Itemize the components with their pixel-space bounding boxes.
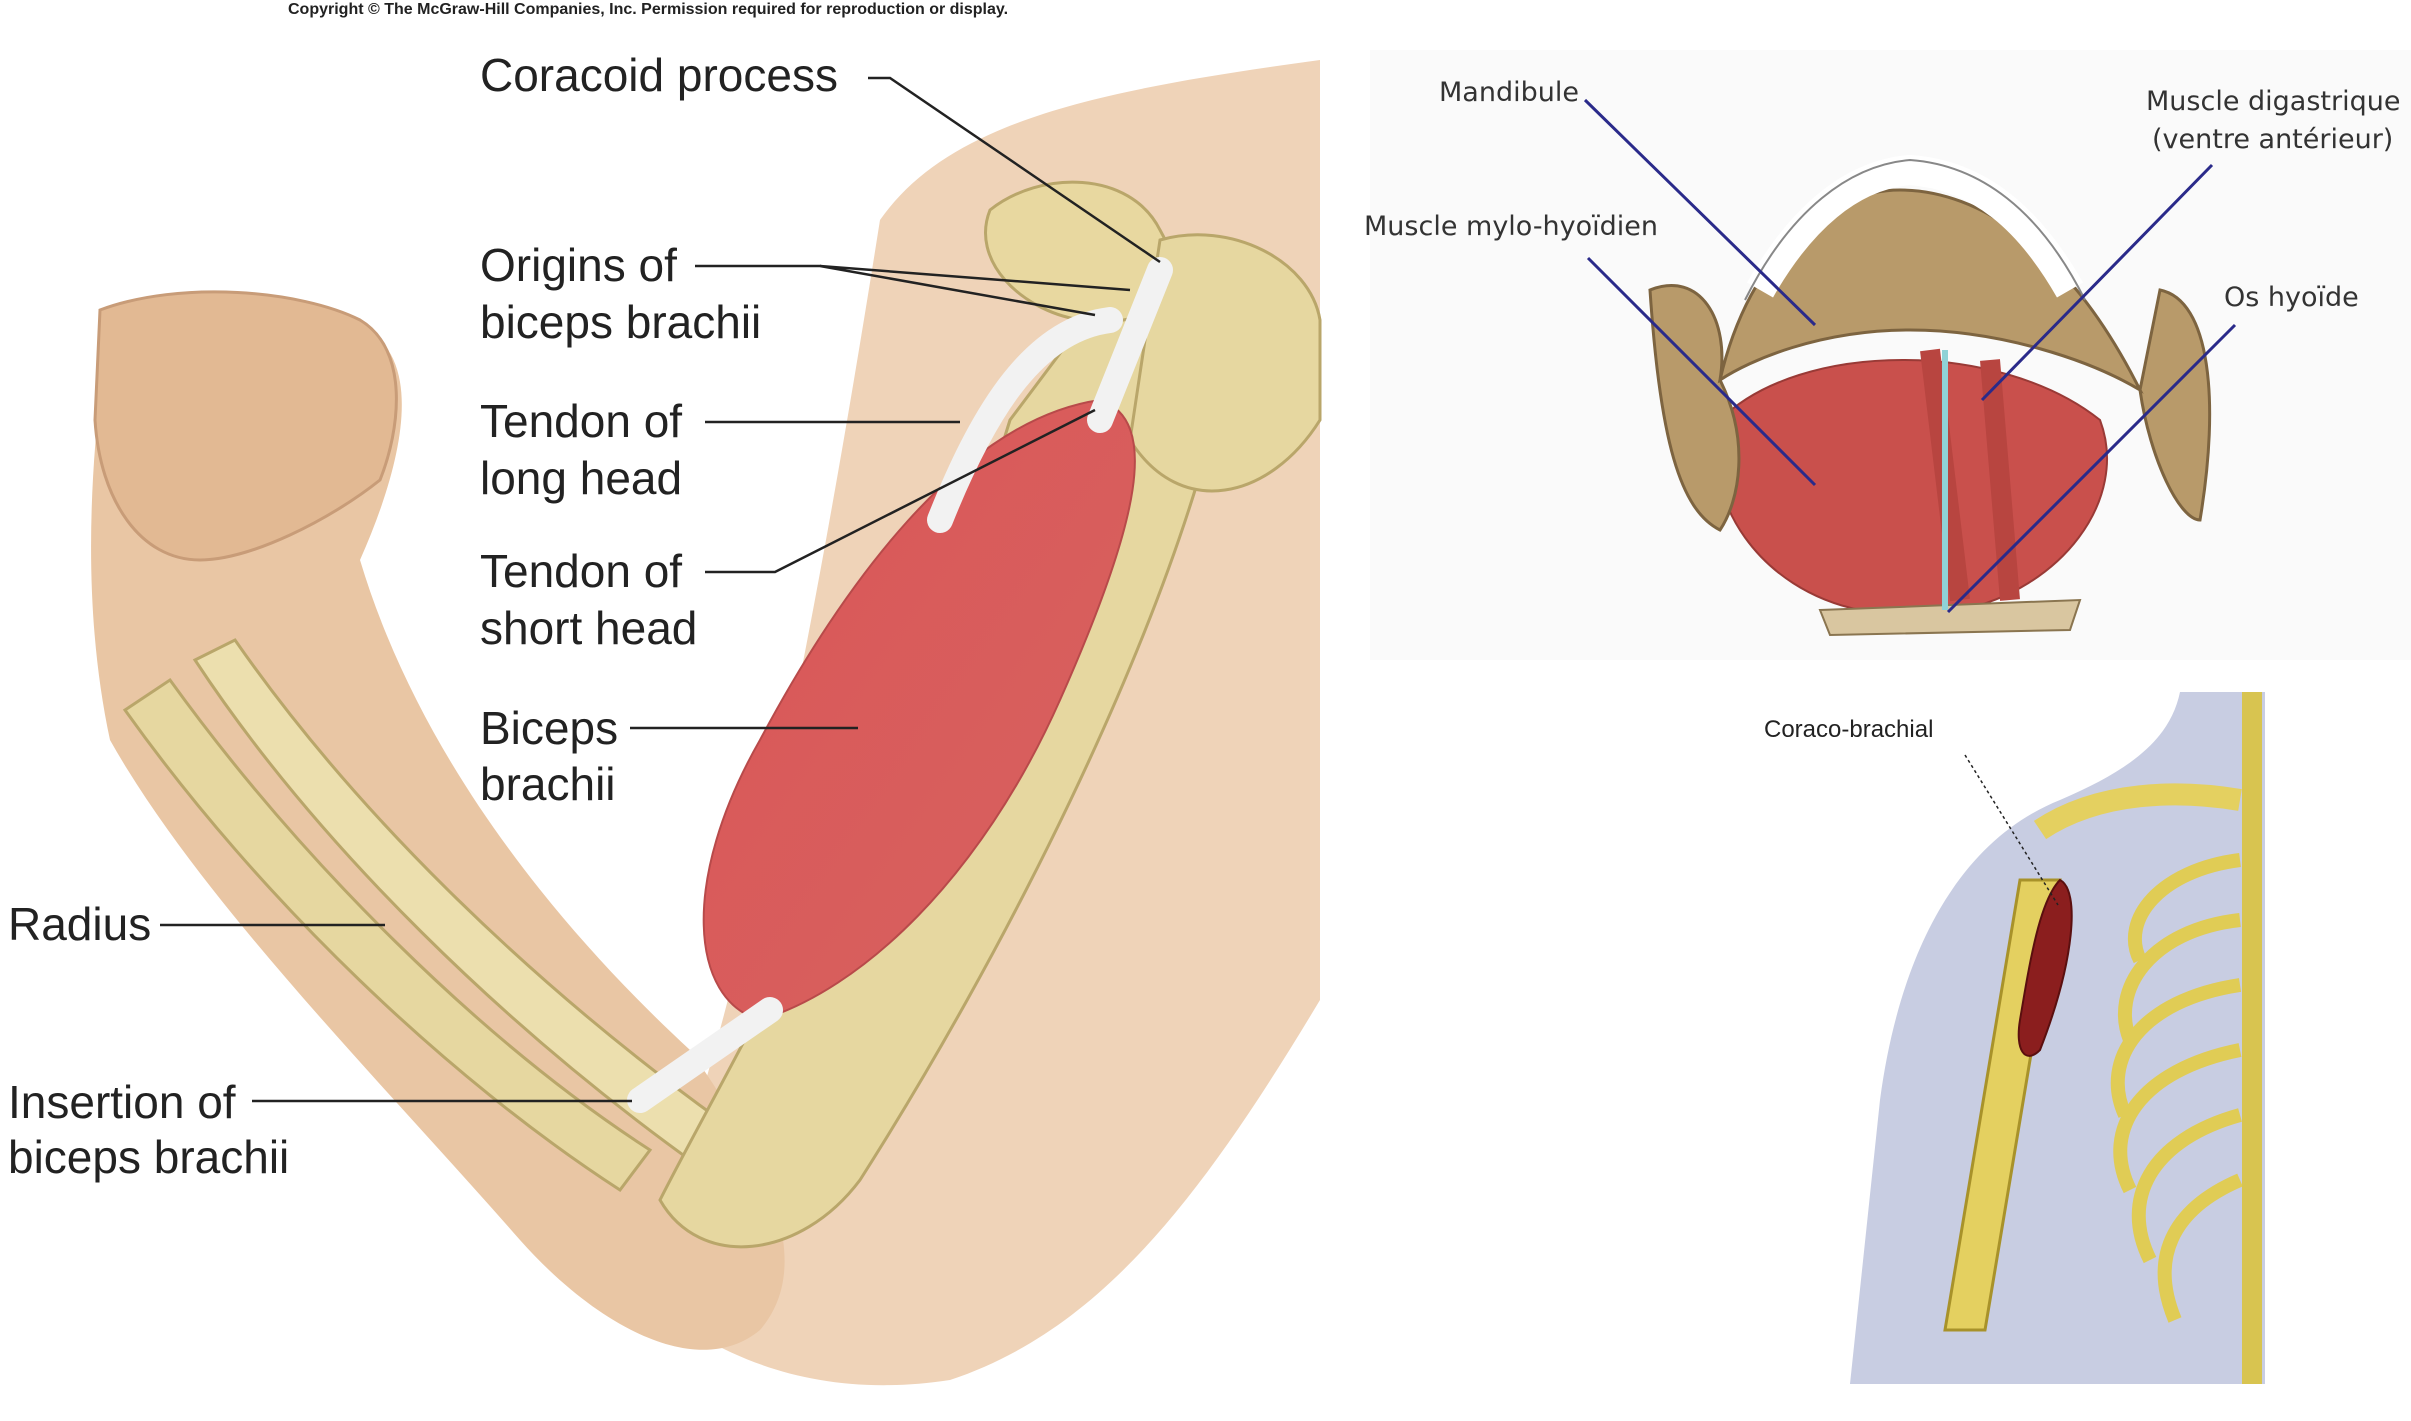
label-origins-line1: Origins of <box>480 239 677 291</box>
leader-line <box>705 408 1096 574</box>
biceps-tendons <box>627 257 1173 1113</box>
label-short-head-line1: Tendon of <box>480 545 682 597</box>
label-insertion-line1: Insertion of <box>8 1076 236 1128</box>
arm-illustration <box>91 60 1322 1386</box>
teeth-outline <box>1744 158 2086 301</box>
label-arrow <box>1980 163 2214 402</box>
label-digastrique-line1: Muscle digastrique <box>2146 86 2400 117</box>
label-mandibule: Mandibule <box>1439 77 1579 108</box>
label-arrow <box>1946 323 2237 614</box>
teeth <box>1746 154 2084 298</box>
label-origins-line2: biceps brachii <box>480 296 761 348</box>
label-mylo-hyoidien: Muscle mylo-hyoïdien <box>1364 211 1658 242</box>
label-coracoid-process: Coracoid process <box>480 49 838 101</box>
label-coraco-brachial: Coraco-brachial <box>1764 716 1933 743</box>
body-silhouette <box>1850 692 2265 1384</box>
clavicle-bone <box>2033 783 2242 840</box>
leader-line <box>695 264 1131 317</box>
label-radius: Radius <box>8 898 151 950</box>
hyoid-bone <box>1818 598 2082 637</box>
label-biceps-line1: Biceps <box>480 702 618 754</box>
label-short-head-line2: short head <box>480 602 697 654</box>
radius-bone <box>122 677 653 1193</box>
shoulder-bone <box>1128 233 1322 493</box>
label-digastrique-line2: (ventre antérieur) <box>2152 124 2393 155</box>
fist <box>93 290 398 562</box>
leader-line <box>868 76 1161 264</box>
label-biceps-line2: brachii <box>480 758 616 810</box>
label-long-head-line1: Tendon of <box>480 395 682 447</box>
label-arrow <box>1583 98 1817 327</box>
coracobrachialis-muscle <box>2017 878 2073 1057</box>
label-long-head-line2: long head <box>480 452 682 504</box>
label-arrow <box>1586 256 1817 487</box>
copyright-text: Copyright © The McGraw-Hill Companies, I… <box>288 1 1008 18</box>
label-insertion-line2: biceps brachii <box>8 1131 289 1183</box>
mandible-illustration <box>1370 50 2411 660</box>
torso-illustration <box>1850 692 2265 1384</box>
label-os-hyoide: Os hyoïde <box>2224 282 2359 313</box>
ribcage <box>2110 853 2243 1323</box>
